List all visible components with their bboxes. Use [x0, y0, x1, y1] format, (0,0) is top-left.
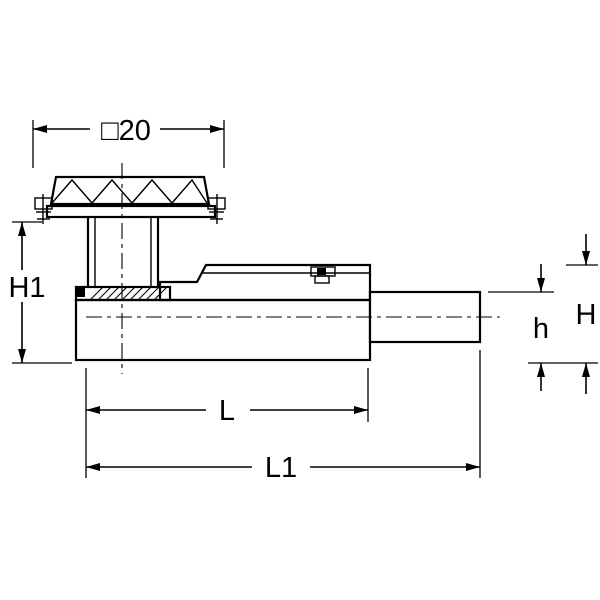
- label-bg: [206, 394, 250, 426]
- dimension-h: h: [488, 264, 598, 391]
- arrow-left: [33, 125, 47, 133]
- body-lower-outline: [74, 298, 372, 362]
- arrow-up: [537, 363, 545, 377]
- arrow-left: [86, 406, 100, 414]
- label-bg: [527, 312, 555, 340]
- arrow-right: [210, 125, 224, 133]
- arrow-left: [86, 463, 100, 471]
- dim-label-h: h: [533, 313, 549, 345]
- seal-flange: [74, 285, 172, 302]
- arrow-down: [537, 278, 545, 292]
- dim-label-H1: H1: [8, 272, 45, 304]
- seal-clip-block: [76, 288, 85, 297]
- dim-label-L1: L1: [265, 452, 297, 484]
- arrow-up: [582, 363, 590, 377]
- dim-label-top-width: □20: [101, 115, 151, 147]
- dimension-H: H: [566, 234, 598, 394]
- arrow-down: [582, 251, 590, 265]
- arrow-up: [18, 222, 26, 236]
- dimension-H1: H1: [4, 221, 72, 364]
- grate-assembly: [45, 175, 217, 219]
- arrow-right: [354, 406, 368, 414]
- dimension-top-width: □20: [32, 112, 225, 168]
- dimension-L1: L1: [86, 350, 481, 484]
- dimension-L: L: [85, 368, 369, 478]
- dim-label-H: H: [576, 299, 597, 331]
- arrow-right: [466, 463, 480, 471]
- clip-detail-inner: [314, 275, 330, 284]
- dim-label-L: L: [219, 395, 235, 427]
- inlet-stem: [86, 217, 160, 287]
- grate-outline: [49, 175, 211, 206]
- arrow-down: [18, 349, 26, 363]
- hatch-pattern: [89, 286, 168, 301]
- clip-detail-block: [317, 268, 326, 275]
- grate-truss-pattern: [51, 178, 208, 205]
- left-clamp: [34, 194, 53, 224]
- grate-frame-plate: [45, 204, 217, 219]
- trap-body: [74, 263, 372, 362]
- body-raised-outline: [158, 263, 372, 302]
- label-bg: [90, 112, 160, 144]
- label-bg: [4, 270, 52, 302]
- label-bg: [252, 450, 310, 482]
- right-clamp: [207, 194, 226, 224]
